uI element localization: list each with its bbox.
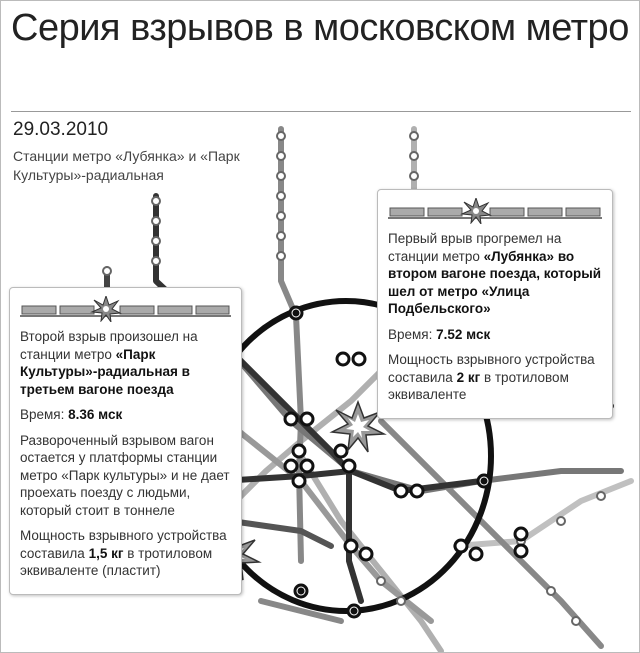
train-icon [20,296,231,322]
metro-line-grey-bottom [258,598,344,624]
first-explosion-card: Первый врыв прогремел на станции метро «… [377,189,613,419]
station [396,596,406,606]
interchange-station [343,538,374,562]
station [276,171,286,181]
station [276,231,286,241]
station [409,171,419,181]
station [151,236,161,246]
metro-line-light-south [298,453,444,652]
stations-subtitle: Станции метро «Лубянка» и «Парк Культуры… [13,148,240,183]
interchange-station [393,483,425,499]
station [102,266,112,276]
interchange-station [333,443,357,474]
station [409,131,419,141]
station [276,151,286,161]
station [151,216,161,226]
station [276,131,286,141]
interchange-station [283,443,315,489]
event-date: 29.03.2010 [13,119,109,140]
metro-line-dark-southwest [228,518,334,549]
interchange-station [476,473,492,489]
station [151,196,161,206]
second-explosion-note: Развороченный взрывом вагон остается у п… [20,432,230,518]
interchange-station [453,538,484,562]
station [596,491,606,501]
interchange-station [346,603,362,619]
interchange-station [288,305,304,321]
station [376,576,386,586]
station [276,191,286,201]
explosion-icon [90,296,122,322]
second-explosion-power: Мощность взрывного устройства составила … [20,528,227,578]
station [276,251,286,261]
interchange-station [283,411,315,427]
explosion-icon [329,399,387,453]
second-explosion-card: Второй взрыв произошел на станции метро … [9,287,242,595]
interchange-station [335,351,367,367]
station [276,211,286,221]
title-divider [11,111,631,112]
first-explosion-description: Первый врыв прогремел на станции метро «… [388,231,602,316]
train-icon [388,198,602,224]
second-explosion-description: Второй взрыв произошел на станции метро … [20,329,198,397]
interchange-station [513,526,529,559]
station [556,516,566,526]
page-title: Серия взрывов в московском метро [11,7,629,49]
first-explosion-time: Время: 7.52 мск [388,326,491,342]
metro-line-grey-east [378,418,604,649]
station [546,586,556,596]
interchange-station [293,583,309,599]
station [151,256,161,266]
first-explosion-power: Мощность взрывного устройства составила … [388,352,595,402]
station [409,151,419,161]
explosion-icon [460,198,492,224]
station [571,616,581,626]
metro-line-light-southeast [453,478,634,549]
second-explosion-time: Время: 8.36 мск [20,407,123,422]
